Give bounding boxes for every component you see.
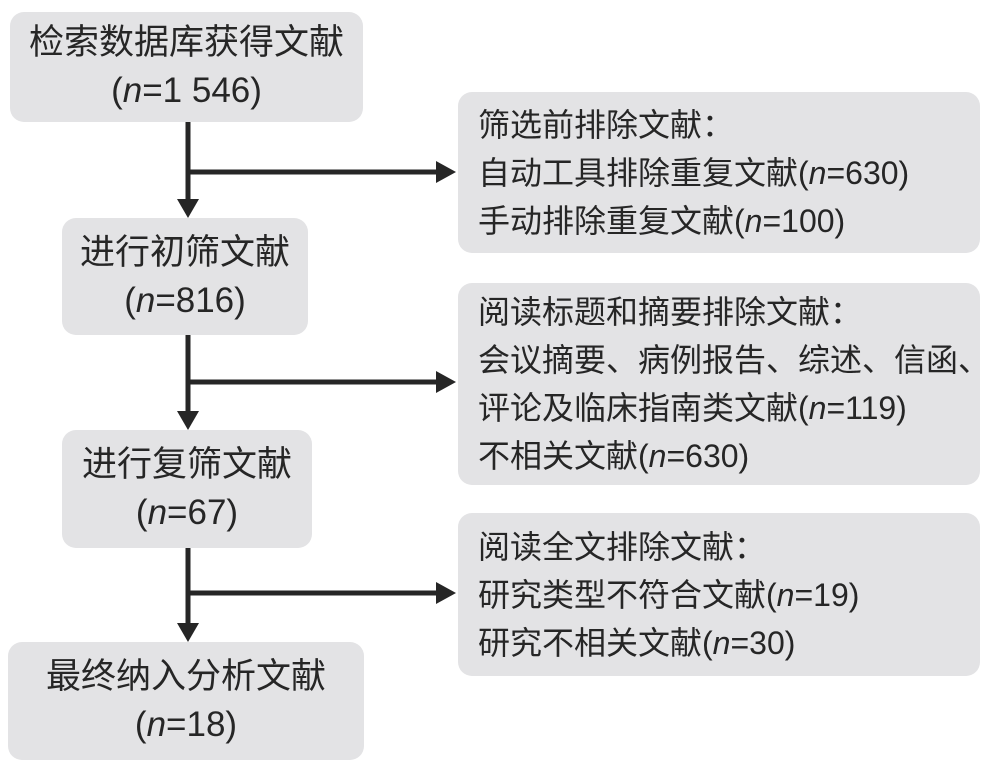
node-count: (n=1 546) [111, 71, 262, 110]
exclusion-title: 阅读标题和摘要排除文献： [478, 294, 863, 330]
exclusion-item: 研究不相关文献(n=30) [478, 624, 796, 661]
exclusion-item: 自动工具排除重复文献(n=630) [478, 154, 910, 191]
node-label: 最终纳入分析文献 [45, 657, 326, 696]
node-count: (n=816) [124, 280, 246, 320]
exclusion-item: 会议摘要、病例报告、综述、信函、 [478, 342, 991, 378]
arrowhead-down-icon [177, 411, 199, 430]
arrow-initial-to-rescreen [177, 335, 456, 430]
arrowhead-right-icon [436, 371, 456, 393]
node-count: (n=18) [134, 705, 238, 744]
node-count: (n=67) [135, 493, 239, 532]
node-initial-screening: 进行初筛文献 (n=816) [62, 218, 308, 335]
node-final-included: 最终纳入分析文献 (n=18) [8, 642, 364, 760]
node-second-screening: 进行复筛文献 (n=67) [62, 430, 312, 548]
node-excluded-before-screening: 筛选前排除文献： 自动工具排除重复文献(n=630) 手动排除重复文献(n=10… [458, 92, 980, 253]
arrowhead-right-icon [436, 161, 456, 183]
exclusion-item: 不相关文献(n=630) [478, 438, 750, 474]
exclusion-item: 研究类型不符合文献(n=19) [478, 576, 860, 613]
node-excluded-fulltext: 阅读全文排除文献： 研究类型不符合文献(n=19) 研究不相关文献(n=30) [458, 513, 980, 676]
arrowhead-down-icon [177, 199, 199, 218]
exclusion-item: 手动排除重复文献(n=100) [478, 202, 846, 239]
node-label: 进行复筛文献 [81, 445, 292, 484]
node-database-search: 检索数据库获得文献 (n=1 546) [10, 12, 363, 122]
node-label: 进行初筛文献 [79, 232, 290, 272]
arrow-search-to-initial [177, 122, 456, 218]
exclusion-title: 筛选前排除文献： [478, 106, 735, 143]
arrowhead-right-icon [436, 582, 456, 604]
exclusion-title: 阅读全文排除文献： [478, 528, 767, 565]
node-label: 检索数据库获得文献 [28, 23, 344, 62]
exclusion-item: 评论及临床指南类文献(n=119) [478, 390, 907, 426]
arrowhead-down-icon [177, 623, 199, 642]
node-excluded-title-abstract: 阅读标题和摘要排除文献： 会议摘要、病例报告、综述、信函、 评论及临床指南类文献… [458, 283, 991, 485]
arrow-rescreen-to-final [177, 548, 456, 642]
